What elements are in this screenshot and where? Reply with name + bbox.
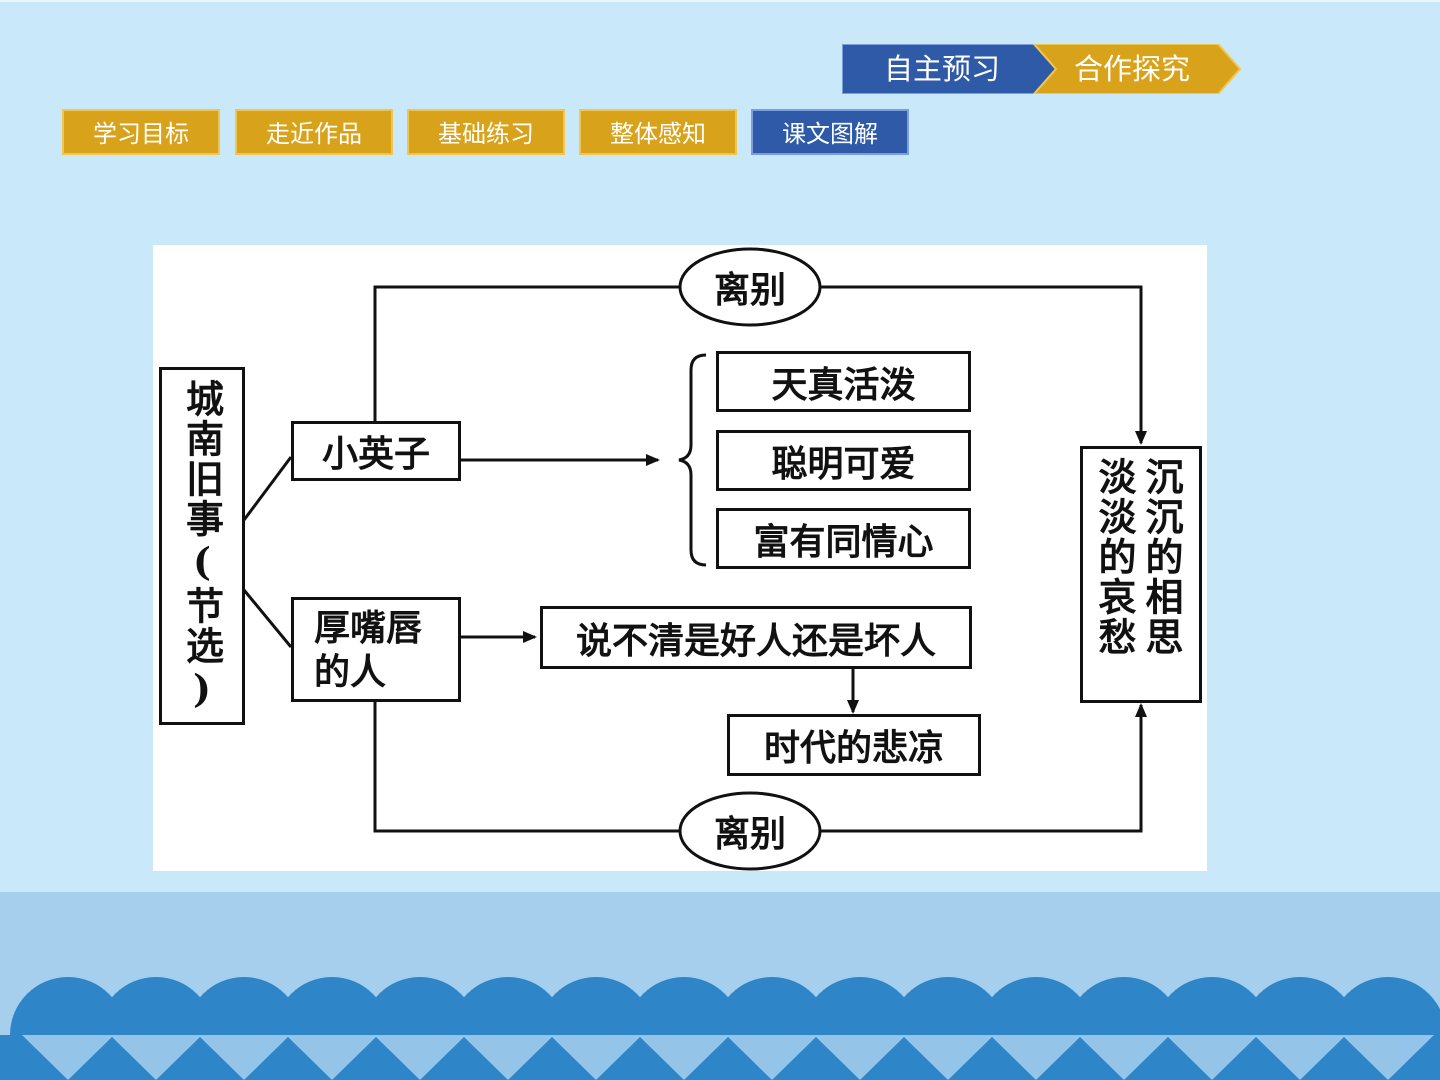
trait-label: 天真活泼 [771, 363, 916, 406]
thief-box: 厚嘴唇的人 [291, 597, 461, 702]
xiaoyingzi-label: 小英子 [321, 433, 430, 475]
diagram-connectors [242, 247, 1147, 871]
farewell-top-label: 离别 [713, 269, 786, 311]
trait-box: 天真活泼 [716, 351, 971, 412]
trait-box: 富有同情心 [716, 508, 971, 569]
trait-label: 聪明可爱 [771, 442, 916, 485]
nav-explore-button[interactable]: 合作探究 [1073, 52, 1190, 86]
unclear-box: 说不清是好人还是坏人 [540, 606, 972, 669]
conclusion-line-2: 淡淡的哀愁 [1092, 457, 1137, 657]
trait-label: 富有同情心 [753, 520, 934, 563]
conclusion-box: 沉沉的相思 淡淡的哀愁 [1080, 446, 1202, 703]
farewell-top-oval [678, 247, 822, 327]
unclear-label: 说不清是好人还是坏人 [575, 619, 936, 662]
tab-approach-work[interactable]: 走近作品 [235, 109, 393, 155]
farewell-bottom-oval [678, 791, 822, 871]
section-nav-shapes [842, 44, 1242, 94]
tab-learning-goals[interactable]: 学习目标 [62, 109, 220, 155]
trait-box: 聪明可爱 [716, 430, 971, 491]
nav-preview-button[interactable]: 自主预习 [883, 52, 1000, 86]
tab-text-diagram[interactable]: 课文图解 [751, 109, 909, 155]
sorrow-label: 时代的悲凉 [763, 727, 944, 769]
sorrow-box: 时代的悲凉 [727, 714, 981, 776]
farewell-bottom-label: 离别 [713, 813, 786, 855]
section-nav: 自主预习 合作探究 [842, 44, 1242, 94]
thief-label: 厚嘴唇的人 [314, 607, 423, 693]
tab-basic-exercise[interactable]: 基础练习 [407, 109, 565, 155]
title-box: 城南旧事(节选) [159, 367, 245, 725]
text-diagram: 城南旧事(节选) 小英子 厚嘴唇的人 天真活泼 聪明可爱 富有同情心 说不清是好… [153, 245, 1207, 871]
conclusion-line-1: 沉沉的相思 [1139, 457, 1184, 657]
diagram-title: 城南旧事(节选) [179, 379, 225, 713]
xiaoyingzi-box: 小英子 [291, 421, 461, 481]
tab-overall-perception[interactable]: 整体感知 [579, 109, 737, 155]
